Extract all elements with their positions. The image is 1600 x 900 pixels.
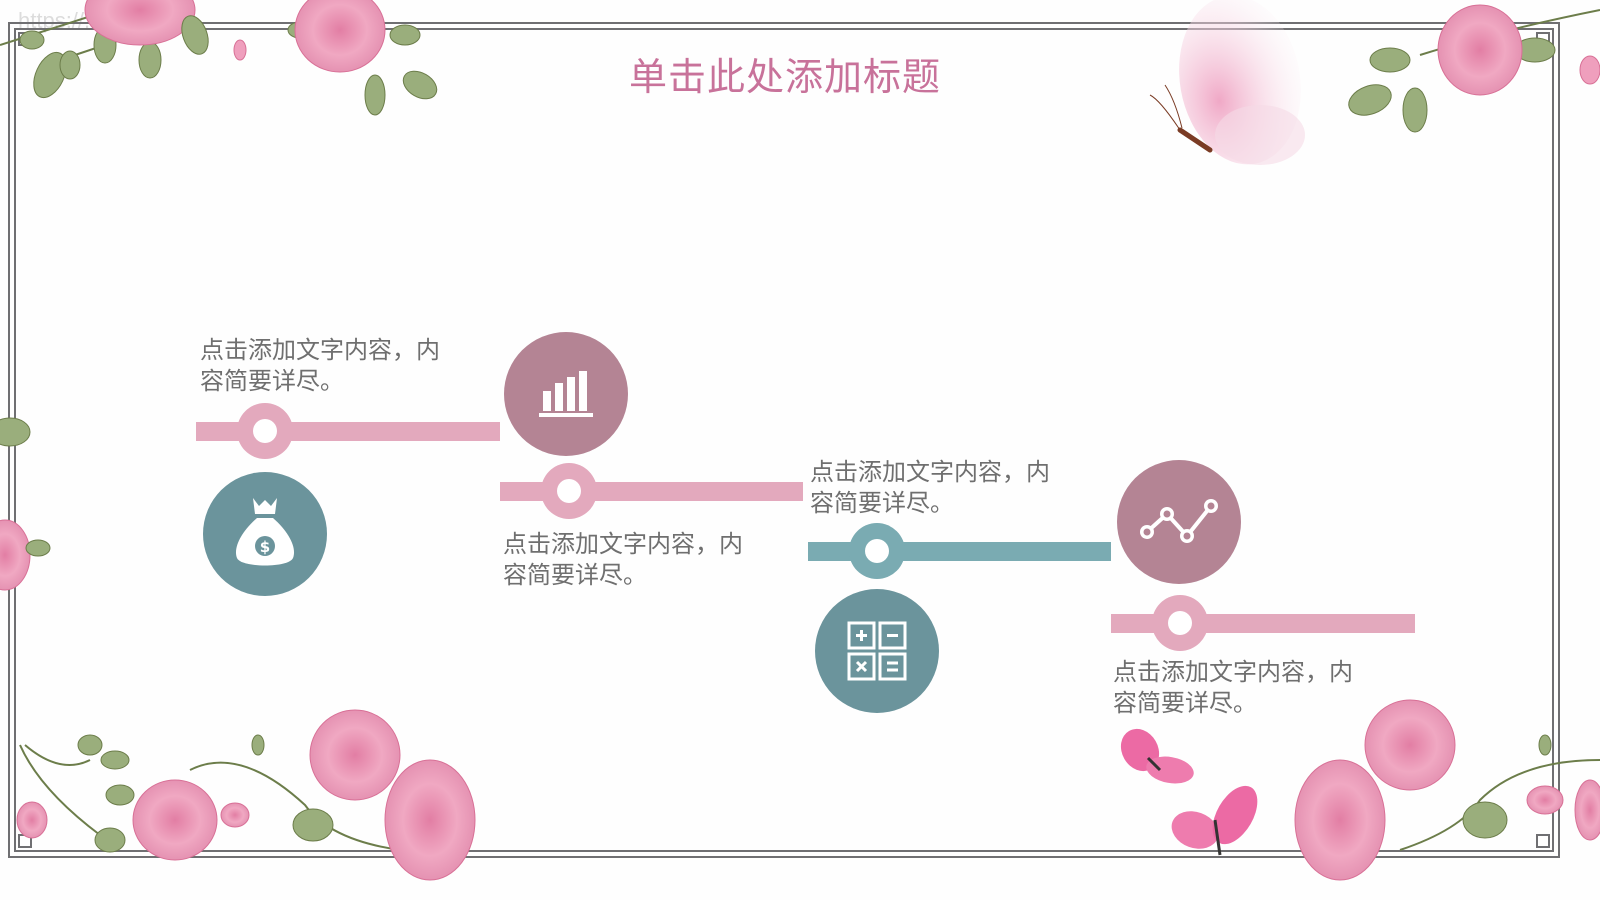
svg-text:$: $ <box>260 538 270 556</box>
bar-chart-icon <box>539 371 593 417</box>
money-bag-icon: $ <box>235 498 295 566</box>
timeline-node <box>237 403 293 459</box>
icon-circle <box>1117 460 1241 584</box>
icon-circle <box>504 332 628 456</box>
timeline-node <box>541 463 597 519</box>
timeline-text[interactable]: 点击添加文字内容，内 容简要详尽。 <box>810 457 1090 519</box>
text-line: 容简要详尽。 <box>1113 689 1257 717</box>
timeline-node <box>849 523 905 579</box>
timeline-text[interactable]: 点击添加文字内容，内 容简要详尽。 <box>200 335 480 397</box>
butterflies-bottom <box>1120 728 1258 856</box>
line-chart-icon <box>1140 499 1218 543</box>
rose-vine-bottom-left <box>16 709 476 881</box>
text-line: 容简要详尽。 <box>503 561 647 589</box>
rose-vine-top-right <box>1348 4 1600 133</box>
timeline-text[interactable]: 点击添加文字内容，内 容简要详尽。 <box>503 529 783 591</box>
icon-circle <box>815 589 939 713</box>
text-line: 点击添加文字内容，内 <box>810 458 1050 486</box>
text-line: 容简要详尽。 <box>810 489 954 517</box>
timeline-text[interactable]: 点击添加文字内容，内 容简要详尽。 <box>1113 657 1393 719</box>
calculator-icon <box>847 621 907 681</box>
rose-vine-bottom-right <box>1294 699 1600 881</box>
rose-left-edge <box>0 417 51 591</box>
text-line: 点击添加文字内容，内 <box>503 530 743 558</box>
butterfly-top <box>1149 0 1305 165</box>
text-line: 点击添加文字内容，内 <box>1113 658 1353 686</box>
text-line: 容简要详尽。 <box>200 367 344 395</box>
timeline-node <box>1152 595 1208 651</box>
text-line: 点击添加文字内容，内 <box>200 336 440 364</box>
rose-vine-top-left <box>0 0 438 116</box>
slide-title[interactable]: 单击此处添加标题 <box>628 55 941 99</box>
icon-circle: $ <box>203 472 327 596</box>
